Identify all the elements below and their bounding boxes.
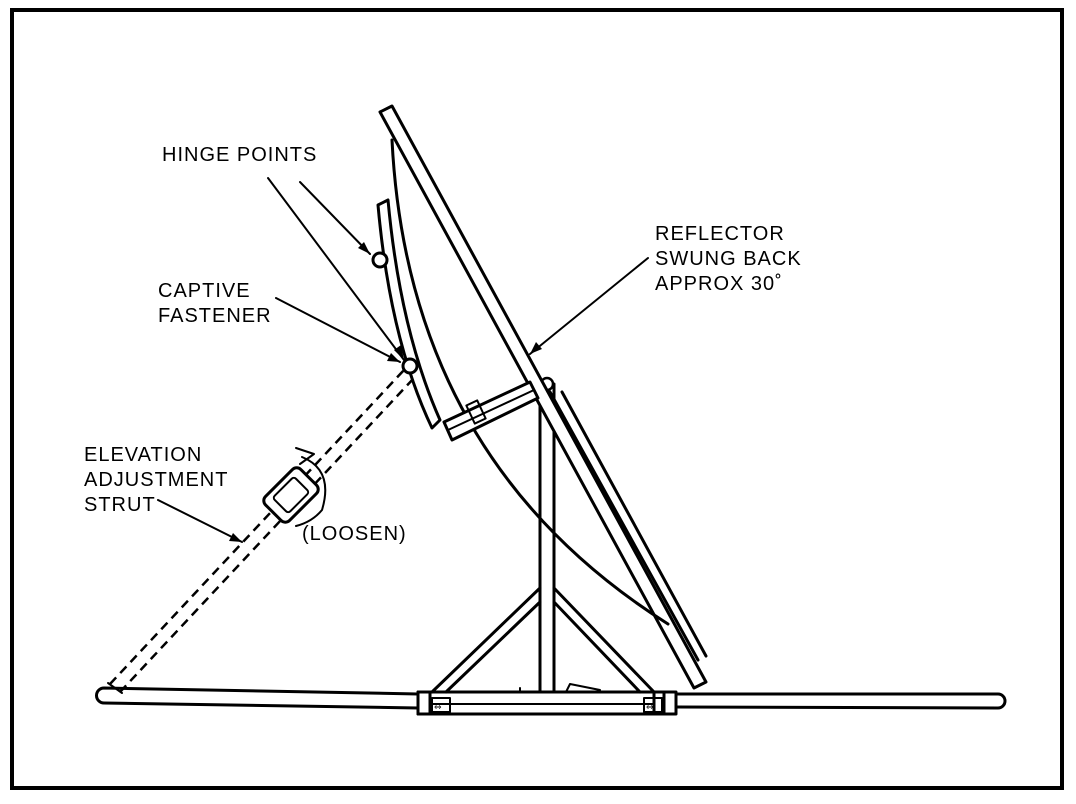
a-frame-legs xyxy=(430,586,656,694)
frame-border xyxy=(10,8,1064,790)
leader-lines xyxy=(157,177,649,543)
base-frame: ⇔ ⇔ xyxy=(416,683,678,716)
label-elevation-line2: ADJUSTMENT xyxy=(84,469,228,491)
captive-fastener xyxy=(401,357,419,375)
hinge-point-upper xyxy=(371,251,389,269)
elevation-adjustment-strut xyxy=(107,369,415,694)
adjustment-clamp xyxy=(262,447,327,527)
label-reflector-line2: SWUNG BACK xyxy=(655,248,802,270)
label-elevation-line3: STRUT xyxy=(84,494,156,516)
label-reflector-line1: REFLECTOR xyxy=(655,223,785,245)
label-reflector-line3: APPROX 30˚ xyxy=(655,273,783,295)
base-rail-left xyxy=(95,686,420,710)
svg-text:⇔: ⇔ xyxy=(646,703,654,713)
reflector-dish xyxy=(376,104,708,690)
rear-support-strut xyxy=(548,390,708,662)
label-loosen: (LOOSEN) xyxy=(302,523,407,545)
label-captive-fastener-line1: CAPTIVE xyxy=(158,280,251,302)
svg-text:⇔: ⇔ xyxy=(434,703,442,713)
base-rail-right xyxy=(674,692,1007,710)
label-elevation-line1: ELEVATION xyxy=(84,444,202,466)
label-captive-fastener-line2: FASTENER xyxy=(158,305,272,327)
label-hinge-points: HINGE POINTS xyxy=(162,144,317,166)
